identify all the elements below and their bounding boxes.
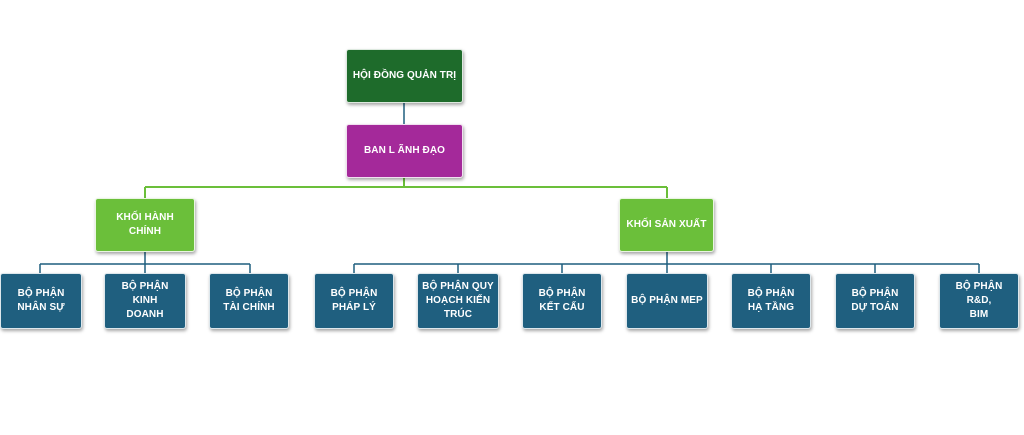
dept-infrastructure-node: BỘ PHẬN HẠ TẦNG bbox=[731, 273, 811, 329]
dept-finance-node: BỘ PHẬN TÀI CHÍNH bbox=[209, 273, 289, 329]
dept-hr-label: BỘ PHẬN NHÂN SỰ bbox=[17, 288, 65, 313]
board-label: HỘI ĐỒNG QUẢN TRỊ bbox=[352, 70, 457, 81]
production-block-node: KHỐI SẢN XUẤT bbox=[619, 198, 714, 252]
dept-rnd-node: BỘ PHẬN R&D, BIM bbox=[939, 273, 1019, 329]
dept-estimation-label: BỘ PHẬN DỰ TOÁN bbox=[851, 288, 899, 313]
dept-legal-label: BỘ PHẬN PHÁP LÝ bbox=[330, 288, 378, 313]
dept-structure-label: BỘ PHẬN KẾT CẤU bbox=[538, 288, 586, 313]
production-block-label: KHỐI SẢN XUẤT bbox=[626, 219, 707, 230]
dept-planning-label: BỘ PHẬN QUY HOẠCH KIẾN TRÚC bbox=[422, 281, 494, 320]
leadership-node: BAN L ÃNH ĐẠO bbox=[346, 124, 463, 178]
admin-block-label: KHỐI HÀNH CHÍNH bbox=[116, 212, 174, 237]
dept-planning-node: BỘ PHẬN QUY HOẠCH KIẾN TRÚC bbox=[417, 273, 499, 329]
dept-hr-node: BỘ PHẬN NHÂN SỰ bbox=[0, 273, 82, 329]
dept-estimation-node: BỘ PHẬN DỰ TOÁN bbox=[835, 273, 915, 329]
dept-sales-label: BỘ PHẬN KINH DOANH bbox=[121, 281, 169, 320]
dept-finance-label: BỘ PHẬN TÀI CHÍNH bbox=[223, 288, 275, 313]
dept-mep-label: BỘ PHẬN MEP bbox=[631, 295, 703, 306]
dept-rnd-label: BỘ PHẬN R&D, BIM bbox=[955, 281, 1003, 320]
leadership-label: BAN L ÃNH ĐẠO bbox=[363, 145, 446, 156]
dept-structure-node: BỘ PHẬN KẾT CẤU bbox=[522, 273, 602, 329]
admin-block-node: KHỐI HÀNH CHÍNH bbox=[95, 198, 195, 252]
dept-mep-node: BỘ PHẬN MEP bbox=[626, 273, 708, 329]
board-node: HỘI ĐỒNG QUẢN TRỊ bbox=[346, 49, 463, 103]
dept-infrastructure-label: BỘ PHẬN HẠ TẦNG bbox=[747, 288, 795, 313]
dept-legal-node: BỘ PHẬN PHÁP LÝ bbox=[314, 273, 394, 329]
dept-sales-node: BỘ PHẬN KINH DOANH bbox=[104, 273, 186, 329]
